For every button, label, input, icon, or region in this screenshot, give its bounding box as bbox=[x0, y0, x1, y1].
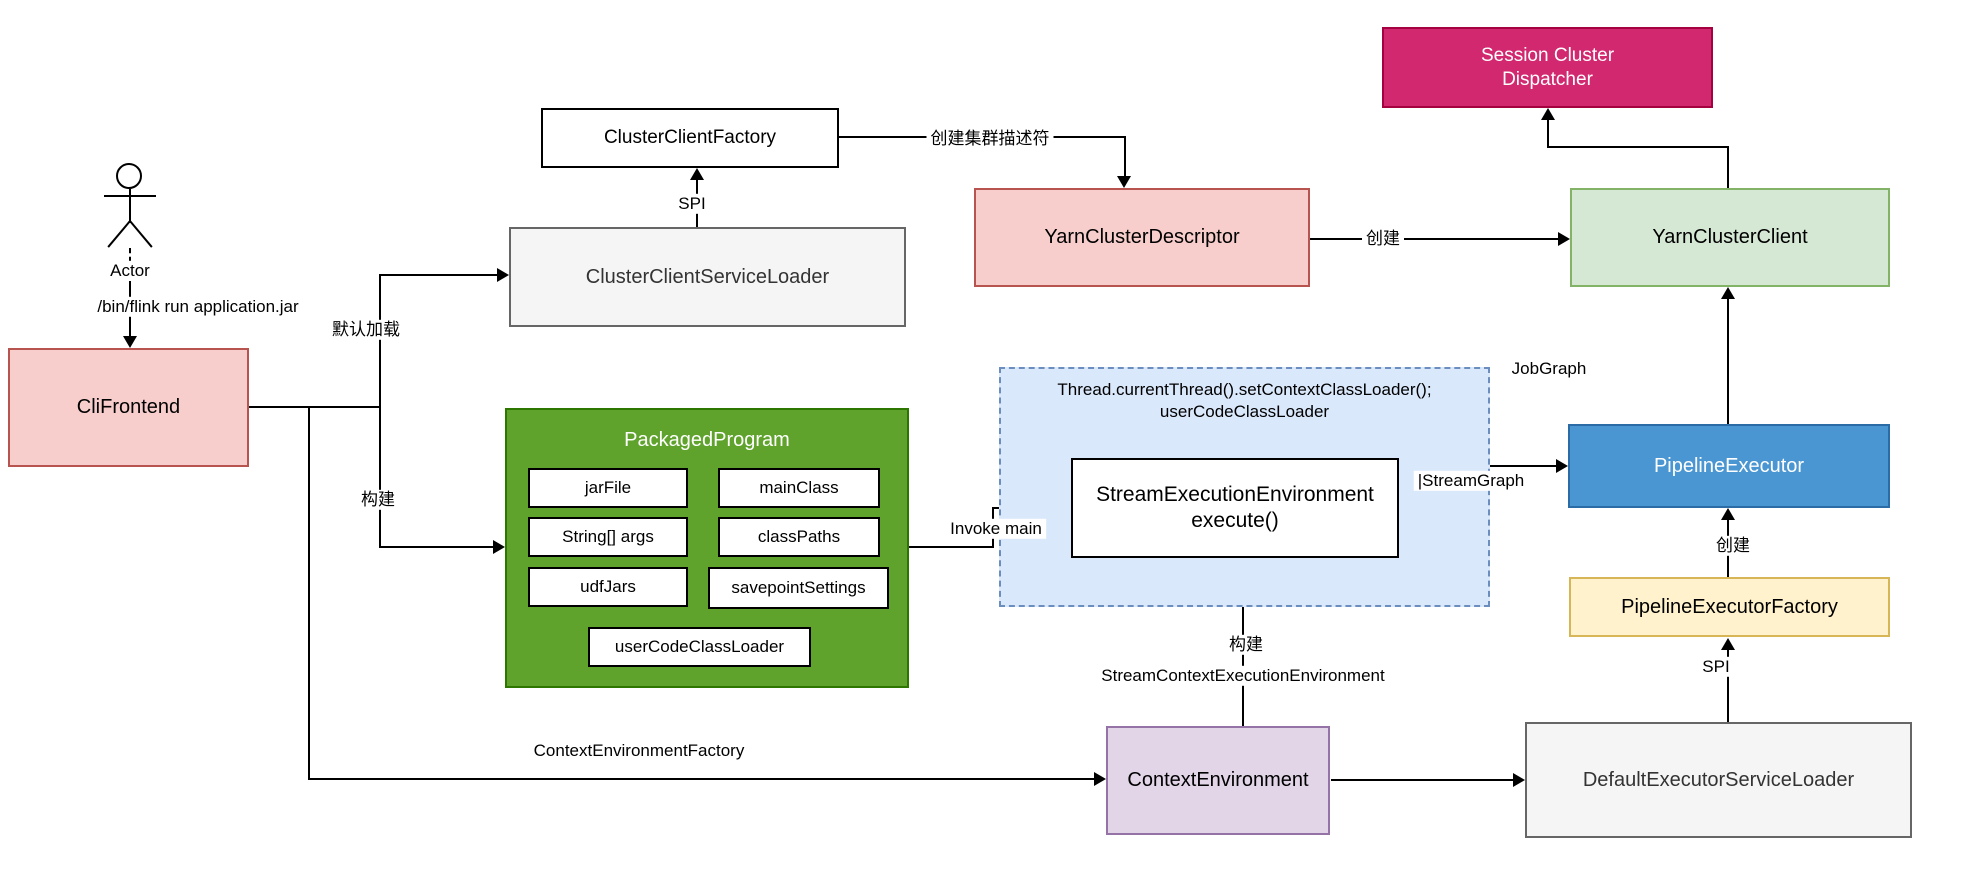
edge-label-build-streamcontext-2: StreamContextExecutionEnvironment bbox=[1097, 665, 1389, 687]
field-string-args: String[] args bbox=[528, 517, 688, 557]
edge-invokemain-h1 bbox=[909, 546, 994, 548]
actor-leg-right bbox=[129, 220, 153, 248]
edge-clifrontend-trunk bbox=[249, 406, 380, 408]
node-yarn-cluster-client: YarnClusterClient bbox=[1570, 188, 1890, 287]
edge-create-descriptor-v bbox=[1124, 136, 1126, 178]
field-udfjars: udfJars bbox=[528, 567, 688, 607]
edge-label-build-streamcontext-1: 构建 bbox=[1225, 634, 1267, 656]
actor-leg-left bbox=[107, 220, 131, 248]
node-cluster-client-factory: ClusterClientFactory bbox=[541, 108, 839, 168]
edge-label-invoke-main: Invoke main bbox=[946, 518, 1046, 540]
edge-executor-client bbox=[1727, 298, 1729, 424]
edge-label-jobgraph: JobGraph bbox=[1507, 358, 1591, 380]
node-pipeline-executor: PipelineExecutor bbox=[1568, 424, 1890, 508]
edge-spi-bottom bbox=[1727, 649, 1729, 722]
node-cluster-client-service-loader: ClusterClientServiceLoader bbox=[509, 227, 906, 327]
actor-label: Actor bbox=[106, 260, 154, 282]
node-yarn-cluster-descriptor: YarnClusterDescriptor bbox=[974, 188, 1310, 287]
field-usercodeclassloader: userCodeClassLoader bbox=[588, 627, 811, 667]
actor-dash bbox=[129, 248, 131, 262]
edge-label-default-load: 默认加载 bbox=[328, 319, 404, 341]
arrowhead bbox=[690, 168, 704, 180]
edge-label-streamgraph: |StreamGraph bbox=[1413, 470, 1529, 492]
edge-client-dispatcher-h bbox=[1547, 146, 1729, 148]
actor-figure-icon bbox=[116, 163, 142, 189]
field-jarfile: jarFile bbox=[528, 468, 688, 508]
node-context-environment: ContextEnvironment bbox=[1106, 726, 1330, 835]
field-savepointsettings: savepointSettings bbox=[708, 567, 889, 609]
edge-label-spi-top: SPI bbox=[674, 193, 710, 215]
edge-label-create: 创建 bbox=[1362, 228, 1404, 250]
edge-label-spi-bottom: SPI bbox=[1698, 656, 1734, 678]
classloader-note-line1: Thread.currentThread().setContextClassLo… bbox=[1057, 380, 1432, 399]
node-session-cluster-dispatcher: Session Cluster Dispatcher bbox=[1382, 27, 1713, 108]
edge-label-build: 构建 bbox=[357, 489, 399, 511]
arrowhead bbox=[1558, 232, 1570, 246]
edge-branch-vertical bbox=[379, 275, 381, 547]
edge-to-serviceloader bbox=[379, 274, 499, 276]
field-classpaths: classPaths bbox=[718, 517, 880, 557]
edge-label-context-environment-factory: ContextEnvironmentFactory bbox=[529, 740, 749, 762]
actor-body bbox=[129, 189, 131, 223]
classloader-note-line2: userCodeClassLoader bbox=[1159, 402, 1330, 421]
actor-command-label: /bin/flink run application.jar bbox=[93, 296, 303, 318]
arrowhead bbox=[497, 268, 509, 282]
edge-to-contextenvironment bbox=[308, 778, 1096, 780]
arrowhead bbox=[1541, 108, 1555, 120]
arrowhead bbox=[1094, 772, 1106, 786]
edge-label-create-executor: 创建 bbox=[1712, 535, 1754, 557]
edge-bottom-vertical bbox=[308, 406, 310, 780]
edge-to-packagedprogram bbox=[379, 546, 495, 548]
arrowhead bbox=[123, 336, 137, 348]
edge-client-dispatcher-v2 bbox=[1547, 118, 1549, 148]
edge-context-to-loader bbox=[1331, 779, 1515, 781]
node-stream-execution-environment: StreamExecutionEnvironment execute() bbox=[1071, 458, 1399, 558]
edge-client-dispatcher-v1 bbox=[1727, 146, 1729, 188]
packaged-program-title: PackagedProgram bbox=[624, 429, 790, 451]
field-mainclass: mainClass bbox=[718, 468, 880, 508]
arrowhead bbox=[1556, 459, 1568, 473]
arrowhead bbox=[1721, 638, 1735, 650]
arrowhead bbox=[1513, 773, 1525, 787]
edge-create-client bbox=[1310, 238, 1560, 240]
node-pipeline-executor-factory: PipelineExecutorFactory bbox=[1569, 577, 1890, 637]
arrowhead bbox=[1721, 508, 1735, 520]
node-cli-frontend: CliFrontend bbox=[8, 348, 249, 467]
arrowhead bbox=[1117, 176, 1131, 188]
arrowhead bbox=[493, 540, 505, 554]
node-default-executor-service-loader: DefaultExecutorServiceLoader bbox=[1525, 722, 1912, 838]
edge-label-create-cluster-descriptor: 创建集群描述符 bbox=[926, 128, 1054, 150]
arrowhead bbox=[1721, 287, 1735, 299]
